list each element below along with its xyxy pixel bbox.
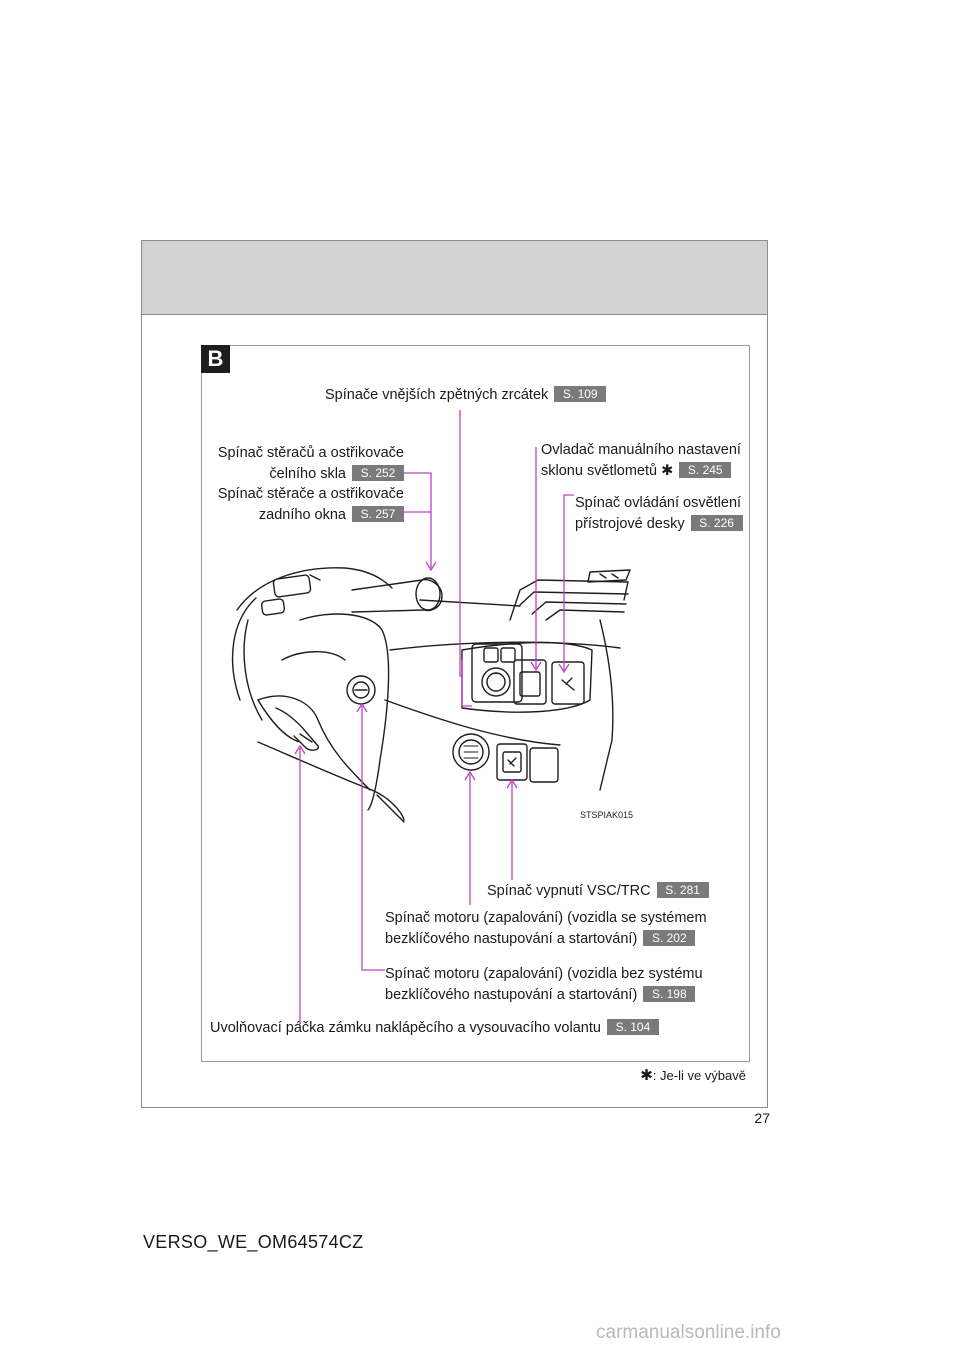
- page-reference-badge: S. 109: [554, 386, 607, 402]
- callout-line: Spínač stěračů a ostřikovače: [217, 445, 404, 461]
- callout-engine-switch-key: Spínač motoru (zapalování) (vozidla bez …: [385, 964, 703, 1006]
- callout-front-wiper-switch: Spínač stěračů a ostřikovače čelního skl…: [218, 443, 404, 485]
- page-reference-badge: S. 281: [656, 882, 709, 898]
- callout-line: Spínač motoru (zapalování) (vozidla bez …: [385, 966, 703, 982]
- header-band: [142, 241, 767, 315]
- callout-mirror-switches: Spínače vnějších zpětných zrcátek S. 109: [325, 385, 607, 406]
- watermark: carmanualsonline.info: [596, 1322, 781, 1343]
- section-letter-tab: B: [201, 345, 230, 373]
- callout-line: Ovladač manuálního nastavení: [541, 442, 741, 458]
- page-number: 27: [754, 1110, 770, 1126]
- page-reference-badge: S. 226: [690, 515, 743, 531]
- callout-panel-light-control: Spínač ovládání osvětlení přístrojové de…: [575, 493, 743, 535]
- optional-star-icon: ✱: [640, 1067, 653, 1084]
- page-reference-badge: S. 202: [643, 930, 696, 946]
- section-box: [201, 345, 750, 1062]
- callout-line: Spínač motoru (zapalování) (vozidla se s…: [385, 910, 707, 926]
- callout-vsc-off-switch: Spínač vypnutí VSC/TRC S. 281: [487, 881, 709, 902]
- callout-line: Spínač stěrače a ostřikovače: [217, 486, 404, 502]
- callout-text: Spínač vypnutí VSC/TRC: [487, 883, 651, 899]
- page-reference-badge: S. 245: [679, 462, 732, 478]
- callout-line: bezklíčového nastupování a startování): [385, 931, 638, 947]
- page-reference-badge: S. 252: [352, 465, 404, 481]
- callout-text: Spínače vnějších zpětných zrcátek: [325, 387, 549, 403]
- callout-line: přístrojové desky: [575, 516, 685, 532]
- document-code: VERSO_WE_OM64574CZ: [143, 1232, 364, 1252]
- page-frame: [141, 240, 768, 1108]
- image-code: STSPIAK015: [580, 810, 633, 820]
- callout-line: bezklíčového nastupování a startování): [385, 987, 638, 1003]
- page-reference-badge: S. 198: [643, 986, 696, 1002]
- page-reference-badge: S. 257: [352, 506, 404, 522]
- callout-text: Uvolňovací páčka zámku naklápěcího a vys…: [210, 1020, 601, 1036]
- footnote-text: : Je-li ve výbavě: [652, 1068, 746, 1083]
- callout-rear-wiper-switch: Spínač stěrače a ostřikovače zadního okn…: [218, 484, 404, 526]
- callout-line: zadního okna: [258, 507, 346, 523]
- wheel-rim-top: [236, 567, 393, 611]
- callout-headlight-leveling: Ovladač manuálního nastavení sklonu svět…: [541, 440, 741, 482]
- page-reference-badge: S. 104: [606, 1019, 659, 1035]
- footnote: ✱: Je-li ve výbavě: [640, 1066, 746, 1084]
- leader-lines: [294, 410, 574, 1024]
- callout-engine-switch-smart: Spínač motoru (zapalování) (vozidla se s…: [385, 908, 707, 950]
- callout-tilt-lever: Uvolňovací páčka zámku naklápěcího a vys…: [210, 1018, 659, 1039]
- callout-line: sklonu světlometů: [541, 463, 658, 479]
- callout-line: Spínač ovládání osvětlení: [575, 495, 742, 511]
- callout-line: čelního skla: [269, 466, 346, 482]
- optional-star-icon: ✱: [661, 463, 674, 479]
